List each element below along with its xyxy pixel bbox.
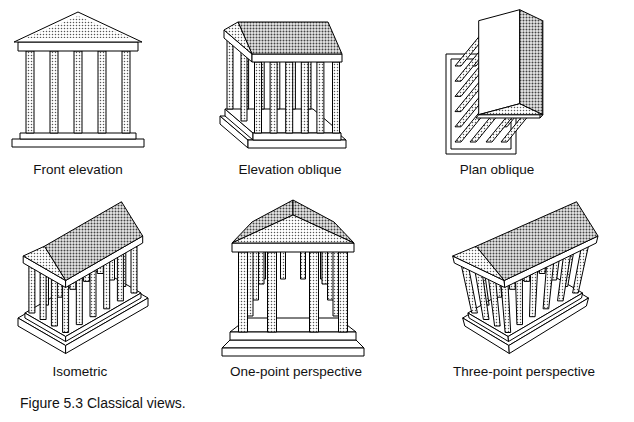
view-label: Plan oblique [460, 162, 534, 178]
isometric-drawing [23, 246, 65, 280]
front-elevation-drawing [98, 51, 106, 133]
isometric-drawing [40, 270, 46, 320]
front-elevation-drawing [122, 51, 130, 133]
plan-oblique-drawing [446, 10, 543, 154]
elevation-oblique-drawing [238, 22, 342, 54]
front-elevation-drawing [18, 42, 138, 51]
one-point-perspective-drawing [239, 252, 248, 332]
figure-caption: Figure 5.3 Classical views. [20, 395, 186, 412]
one-point-perspective-drawing [222, 348, 364, 356]
one-point-perspective-drawing [230, 332, 356, 340]
front-elevation-drawing [74, 51, 82, 133]
isometric-drawing [51, 276, 57, 326]
three-point-perspective-drawing [453, 246, 505, 280]
one-point-perspective-drawing [222, 200, 364, 356]
figure-art [12, 10, 598, 356]
one-point-perspective-drawing [268, 252, 277, 332]
one-point-perspective-drawing [232, 215, 354, 243]
plan-oblique-drawing [479, 104, 543, 115]
elevation-oblique-drawing [252, 54, 342, 62]
one-point-perspective-drawing [281, 250, 286, 279]
front-elevation-drawing [26, 16, 130, 38]
isometric-drawing [63, 283, 69, 333]
isometric-drawing [117, 251, 123, 301]
one-point-perspective-drawing [301, 250, 306, 279]
elevation-oblique-drawing [270, 62, 277, 133]
three-point-perspective-drawing [453, 202, 598, 354]
elevation-oblique-drawing [227, 38, 233, 109]
isometric-drawing [90, 267, 96, 317]
elevation-oblique-drawing [317, 62, 324, 133]
front-elevation-drawing [12, 12, 144, 147]
elevation-oblique-drawing [224, 22, 252, 54]
elevation-oblique-drawing [333, 62, 340, 133]
isometric-drawing [104, 259, 110, 309]
view-label: Three-point perspective [453, 364, 595, 380]
front-elevation-drawing [20, 133, 136, 139]
elevation-oblique-drawing [248, 140, 346, 148]
three-point-perspective-drawing [501, 283, 511, 333]
isometric-drawing [29, 263, 35, 313]
front-elevation-drawing [50, 51, 58, 133]
view-label: Elevation oblique [239, 162, 342, 178]
isometric-drawing [131, 243, 137, 293]
elevation-oblique-drawing [241, 50, 247, 121]
elevation-oblique-drawing [255, 62, 262, 133]
isometric-drawing [76, 275, 82, 325]
one-point-perspective-drawing [339, 252, 348, 332]
one-point-perspective-drawing [232, 243, 354, 252]
isometric-drawing [44, 202, 142, 281]
plan-oblique-drawing [479, 10, 520, 115]
one-point-perspective-drawing [222, 340, 364, 348]
front-elevation-drawing [12, 139, 144, 147]
view-label: Front elevation [33, 162, 122, 178]
front-elevation-drawing [26, 51, 34, 133]
elevation-oblique-drawing [253, 133, 341, 140]
elevation-oblique-drawing [220, 22, 346, 148]
plan-oblique-drawing [520, 10, 543, 115]
elevation-oblique-drawing [286, 62, 293, 133]
view-label: Isometric [53, 364, 108, 380]
elevation-oblique-drawing [301, 62, 308, 133]
one-point-perspective-drawing [230, 318, 356, 332]
one-point-perspective-drawing [310, 252, 319, 332]
front-elevation-drawing [14, 12, 142, 42]
view-label: One-point perspective [230, 364, 362, 380]
isometric-drawing [18, 202, 148, 354]
